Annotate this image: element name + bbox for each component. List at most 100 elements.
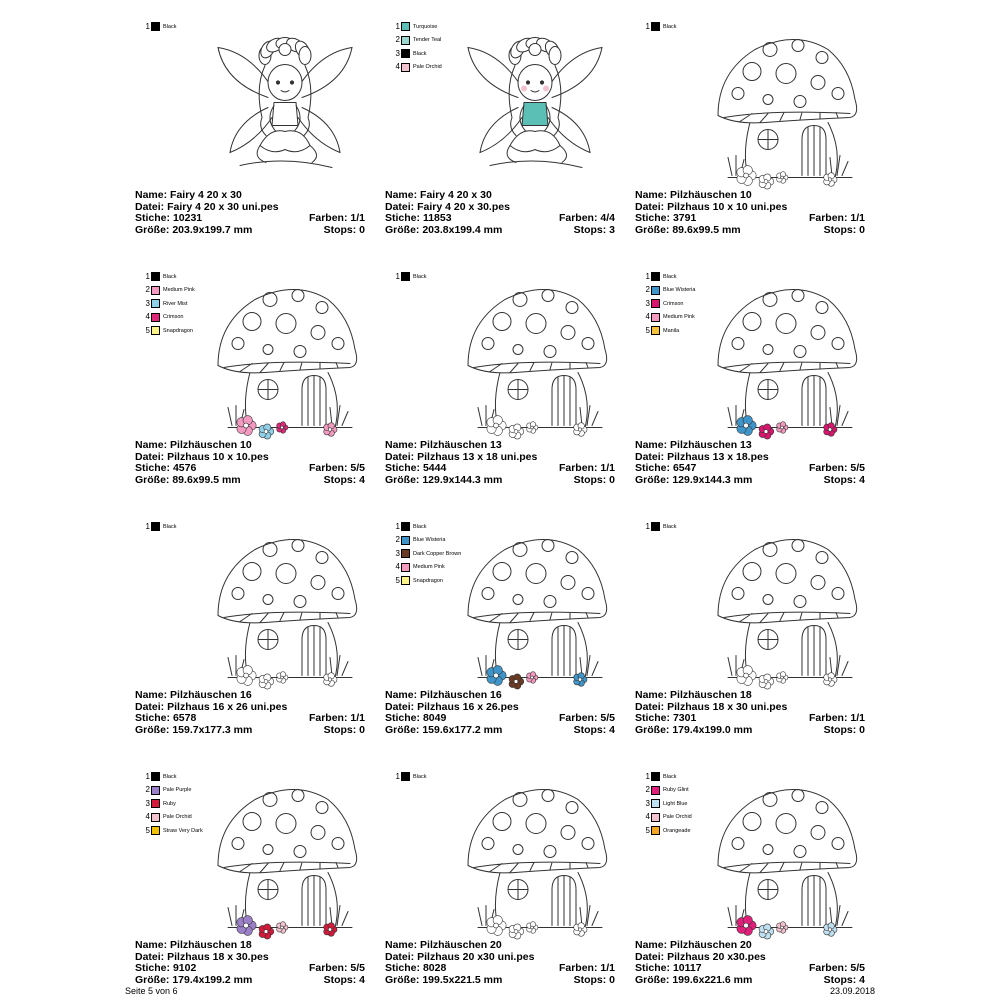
cap-dot — [481, 837, 495, 850]
file-name: Pilzhaus 13 x 18 uni.pes — [417, 450, 538, 463]
file-name: Pilzhaus 20 x30.pes — [667, 950, 766, 963]
color-count: 1/1 — [600, 462, 615, 474]
cap-dot — [331, 587, 345, 600]
file-row: Datei: Pilzhaus 13 x 18 uni.pes — [385, 450, 615, 464]
design-preview — [460, 25, 615, 190]
design-name: Pilzhäuschen 18 — [670, 689, 752, 701]
color-swatch — [651, 299, 660, 309]
stops-label: Stops: — [823, 473, 857, 486]
cap-dot — [512, 792, 528, 807]
design-preview — [210, 275, 365, 440]
name-row: Name: Pilzhäuschen 20 — [635, 939, 865, 952]
color-swatch — [151, 272, 160, 282]
stitch-count: 3791 — [672, 212, 697, 224]
file-name: Pilzhaus 16 x 26 uni.pes — [167, 700, 288, 713]
design-preview — [460, 275, 615, 440]
hat-center — [528, 43, 542, 56]
color-swatch — [151, 826, 160, 836]
legend-color-name: Pale Purple — [163, 787, 192, 794]
name-label: Name: — [385, 189, 418, 201]
mushroom-cap — [217, 289, 358, 374]
color-swatch — [151, 285, 160, 295]
cap-dot — [525, 313, 547, 334]
cap-dot — [331, 337, 345, 350]
cap-dot — [231, 837, 245, 850]
design-name: Pilzhäuschen 13 — [670, 439, 752, 451]
design-size: 203.9x199.7 mm — [172, 223, 253, 236]
size-label: Größe: — [635, 473, 670, 486]
file-row: Datei: Fairy 4 20 x 30 uni.pes — [135, 201, 365, 214]
file-row: Datei: Pilzhaus 20 x30 uni.pes — [385, 951, 615, 964]
color-swatch — [401, 535, 410, 545]
design-size: 179.4x199.0 mm — [672, 723, 753, 736]
flower-right — [323, 422, 338, 437]
cap-dot — [291, 789, 305, 802]
cap-dot — [262, 344, 274, 355]
cap-dot — [560, 325, 576, 340]
colors-label: Farben: — [808, 462, 848, 474]
stitch-count: 5444 — [422, 462, 447, 474]
design-preview — [710, 775, 865, 940]
stitch-count: 10117 — [672, 962, 702, 974]
cap-dot — [810, 575, 826, 590]
file-label: Datei: — [385, 700, 415, 713]
design-name: Pilzhäuschen 10 — [670, 189, 752, 201]
house-body — [244, 872, 338, 928]
name-row: Name: Pilzhäuschen 16 — [385, 689, 615, 702]
legend-number: 5 — [395, 575, 400, 585]
mushroom-house-illustration — [467, 789, 608, 940]
design-size: 89.6x99.5 mm — [672, 223, 741, 236]
flower-large — [486, 915, 507, 936]
fairy-legs — [259, 130, 311, 153]
cap-dot — [815, 801, 829, 814]
cap-gills — [473, 361, 601, 373]
cap-dot — [565, 301, 579, 314]
legend-color-name: Snapdragon — [413, 577, 443, 584]
color-count: 5/5 — [350, 962, 365, 974]
color-swatch — [651, 22, 660, 32]
cap-dot — [742, 62, 762, 81]
fairy-wing-right — [297, 46, 353, 154]
file-label: Datei: — [135, 700, 165, 713]
cap-dot — [831, 587, 845, 600]
cap-dot — [262, 594, 274, 605]
legend-number: 4 — [145, 812, 150, 822]
name-row: Name: Pilzhäuschen 18 — [135, 939, 365, 952]
color-swatch — [151, 299, 160, 309]
cap-dot — [541, 539, 555, 552]
color-swatch — [401, 272, 410, 282]
color-swatch — [151, 799, 160, 809]
design-size: 159.6x177.2 mm — [422, 723, 503, 736]
mushroom-house-illustration — [217, 289, 358, 440]
fairy-face — [267, 64, 303, 101]
stitches-label: Stiche: — [385, 962, 421, 974]
design-name: Pilzhäuschen 18 — [170, 939, 252, 951]
stops-label: Stops: — [573, 723, 607, 736]
legend-color-name: Orangeade — [663, 827, 691, 834]
mushroom-house-illustration — [717, 539, 858, 690]
hat-center — [278, 43, 292, 56]
legend-number: 4 — [645, 812, 650, 822]
stitch-count: 4576 — [172, 462, 197, 474]
design-size: 179.4x199.2 mm — [172, 973, 253, 986]
cap-dot — [315, 551, 329, 564]
colors-label: Farben: — [558, 962, 598, 974]
